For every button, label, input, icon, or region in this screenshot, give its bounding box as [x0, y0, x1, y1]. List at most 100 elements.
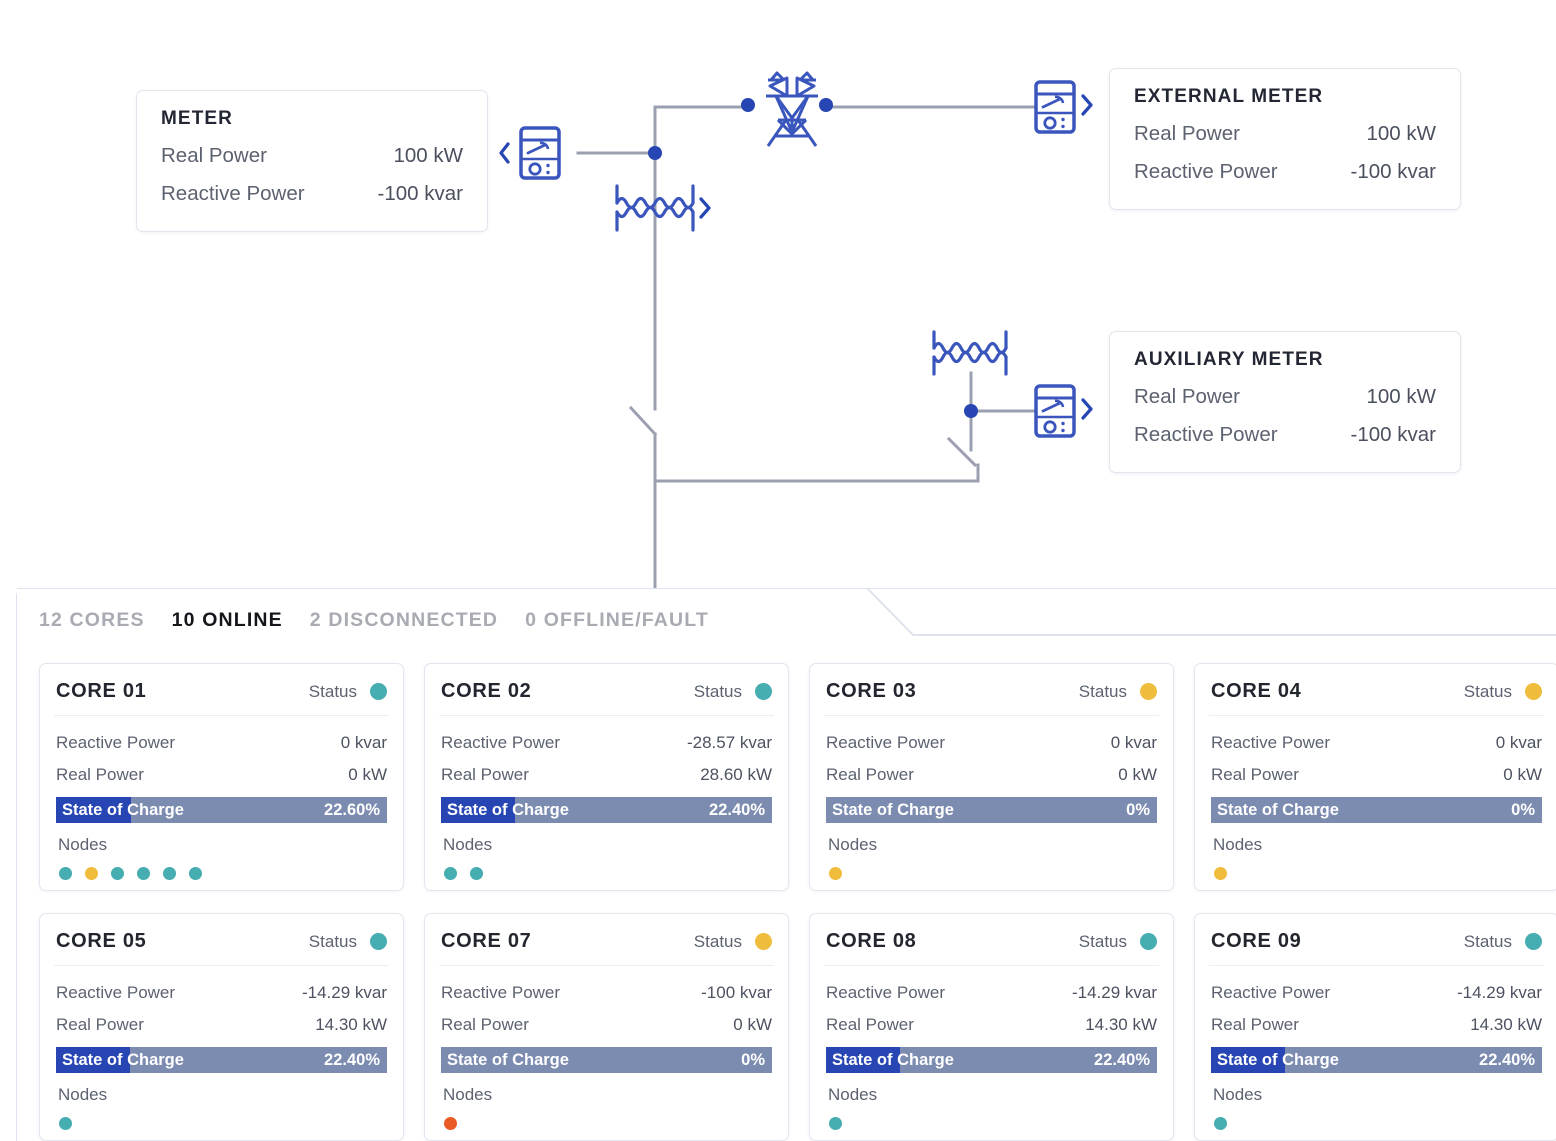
- core-card-header: CORE 02 Status: [439, 678, 774, 716]
- node-status-dot[interactable]: [111, 867, 124, 880]
- cores-summary-header: 12 CORES 10 ONLINE 2 DISCONNECTED 0 OFFL…: [39, 609, 709, 632]
- chevron-right-auxiliary-icon: [1083, 400, 1091, 418]
- core-status-label: Status: [1079, 682, 1127, 702]
- node-status-dot[interactable]: [470, 867, 483, 880]
- state-of-charge-bar[interactable]: State of Charge 22.40%: [1211, 1047, 1542, 1073]
- meter-row-label: Reactive Power: [1134, 416, 1278, 454]
- node-status-dot[interactable]: [829, 1117, 842, 1130]
- state-of-charge-bar[interactable]: State of Charge 0%: [441, 1047, 772, 1073]
- metric-label: Real Power: [826, 759, 914, 791]
- node-status-dot[interactable]: [59, 867, 72, 880]
- nodes-label: Nodes: [1211, 1085, 1542, 1105]
- meter-row-reactive-power: Reactive Power -100 kvar: [1134, 416, 1436, 454]
- core-status-dot[interactable]: [370, 933, 387, 950]
- metric-value: 0 kvar: [1111, 727, 1157, 759]
- metric-label: Real Power: [826, 1009, 914, 1041]
- core-card[interactable]: CORE 08 Status Reactive Power -14.29 kva…: [809, 913, 1174, 1141]
- metric-reactive-power: Reactive Power -14.29 kvar: [1211, 977, 1542, 1009]
- state-of-charge-label: State of Charge: [832, 797, 954, 823]
- metric-value: 14.30 kW: [315, 1009, 387, 1041]
- meter-card-auxiliary-meter[interactable]: AUXILIARY METER Real Power 100 kW Reacti…: [1109, 331, 1461, 473]
- core-name: CORE 02: [441, 680, 532, 703]
- meter-row-label: Reactive Power: [1134, 153, 1278, 191]
- node-status-dot[interactable]: [189, 867, 202, 880]
- state-of-charge-bar[interactable]: State of Charge 0%: [826, 797, 1157, 823]
- meter-card-title: EXTERNAL METER: [1134, 86, 1436, 108]
- core-card[interactable]: CORE 01 Status Reactive Power 0 kvar Rea…: [39, 663, 404, 891]
- nodes-dot-list: [1211, 867, 1542, 880]
- core-card[interactable]: CORE 04 Status Reactive Power 0 kvar Rea…: [1194, 663, 1556, 891]
- core-card[interactable]: CORE 05 Status Reactive Power -14.29 kva…: [39, 913, 404, 1141]
- meter-icon: [521, 128, 559, 178]
- core-name: CORE 08: [826, 930, 917, 953]
- state-of-charge-bar[interactable]: State of Charge 22.40%: [441, 797, 772, 823]
- node-status-dot[interactable]: [137, 867, 150, 880]
- core-status-dot[interactable]: [1140, 933, 1157, 950]
- summary-offline-fault[interactable]: 0 OFFLINE/FAULT: [525, 609, 709, 632]
- metric-value: -100 kvar: [701, 977, 772, 1009]
- core-name: CORE 03: [826, 680, 917, 703]
- state-of-charge-label: State of Charge: [62, 1047, 184, 1073]
- meter-card-external-meter[interactable]: EXTERNAL METER Real Power 100 kW Reactiv…: [1109, 68, 1461, 210]
- core-metrics: Reactive Power -28.57 kvar Real Power 28…: [439, 716, 774, 880]
- metric-value: -14.29 kvar: [1457, 977, 1542, 1009]
- summary-total-cores[interactable]: 12 CORES: [39, 609, 145, 632]
- node-status-dot[interactable]: [163, 867, 176, 880]
- breaker-open-left-blade: [631, 408, 655, 434]
- core-status-dot[interactable]: [370, 683, 387, 700]
- core-status-dot[interactable]: [755, 683, 772, 700]
- metric-value: 0 kvar: [1496, 727, 1542, 759]
- node-status-dot[interactable]: [85, 867, 98, 880]
- node-status-dot[interactable]: [1214, 867, 1227, 880]
- core-card-header: CORE 07 Status: [439, 928, 774, 966]
- core-card-header: CORE 01 Status: [54, 678, 389, 716]
- meter-card-meter[interactable]: METER Real Power 100 kW Reactive Power -…: [136, 90, 488, 232]
- nodes-dot-list: [441, 1117, 772, 1130]
- core-status: Status: [309, 932, 387, 952]
- metric-label: Reactive Power: [441, 977, 560, 1009]
- core-status: Status: [1464, 932, 1542, 952]
- metric-value: -14.29 kvar: [1072, 977, 1157, 1009]
- nodes-dot-list: [56, 1117, 387, 1130]
- state-of-charge-bar[interactable]: State of Charge 22.40%: [826, 1047, 1157, 1073]
- core-status-dot[interactable]: [1525, 683, 1542, 700]
- nodes-dot-list: [826, 867, 1157, 880]
- core-status: Status: [694, 932, 772, 952]
- node-status-dot[interactable]: [444, 1117, 457, 1130]
- metric-value: 28.60 kW: [700, 759, 772, 791]
- core-status-dot[interactable]: [1525, 933, 1542, 950]
- node-status-dot[interactable]: [444, 867, 457, 880]
- core-card[interactable]: CORE 03 Status Reactive Power 0 kvar Rea…: [809, 663, 1174, 891]
- node-status-dot[interactable]: [829, 867, 842, 880]
- core-card[interactable]: CORE 07 Status Reactive Power -100 kvar …: [424, 913, 789, 1141]
- core-metrics: Reactive Power 0 kvar Real Power 0 kW St…: [54, 716, 389, 880]
- metric-value: -28.57 kvar: [687, 727, 772, 759]
- state-of-charge-bar[interactable]: State of Charge 0%: [1211, 797, 1542, 823]
- core-name: CORE 07: [441, 930, 532, 953]
- core-status-dot[interactable]: [755, 933, 772, 950]
- state-of-charge-label: State of Charge: [1217, 1047, 1339, 1073]
- node-status-dot[interactable]: [59, 1117, 72, 1130]
- core-metrics: Reactive Power 0 kvar Real Power 0 kW St…: [824, 716, 1159, 880]
- core-status-dot[interactable]: [1140, 683, 1157, 700]
- state-of-charge-value: 22.40%: [1479, 1047, 1535, 1073]
- state-of-charge-bar[interactable]: State of Charge 22.40%: [56, 1047, 387, 1073]
- core-card-header: CORE 05 Status: [54, 928, 389, 966]
- summary-online[interactable]: 10 ONLINE: [172, 609, 283, 632]
- metric-value: 14.30 kW: [1470, 1009, 1542, 1041]
- metric-label: Real Power: [441, 759, 529, 791]
- core-card[interactable]: CORE 02 Status Reactive Power -28.57 kva…: [424, 663, 789, 891]
- core-status-label: Status: [1464, 682, 1512, 702]
- core-card[interactable]: CORE 09 Status Reactive Power -14.29 kva…: [1194, 913, 1556, 1141]
- state-of-charge-bar[interactable]: State of Charge 22.60%: [56, 797, 387, 823]
- core-metrics: Reactive Power -14.29 kvar Real Power 14…: [1209, 966, 1544, 1130]
- chevron-right-transformer-icon: [701, 199, 709, 217]
- node-status-dot[interactable]: [1214, 1117, 1227, 1130]
- meter-row-value: 100 kW: [1337, 378, 1437, 416]
- summary-disconnected[interactable]: 2 DISCONNECTED: [310, 609, 498, 632]
- meter-row-reactive-power: Reactive Power -100 kvar: [161, 175, 463, 213]
- meter-row-value: 100 kW: [364, 137, 464, 175]
- auxiliary-transformer-icon: [934, 332, 1006, 374]
- junction-dot-tower-right: [819, 98, 833, 112]
